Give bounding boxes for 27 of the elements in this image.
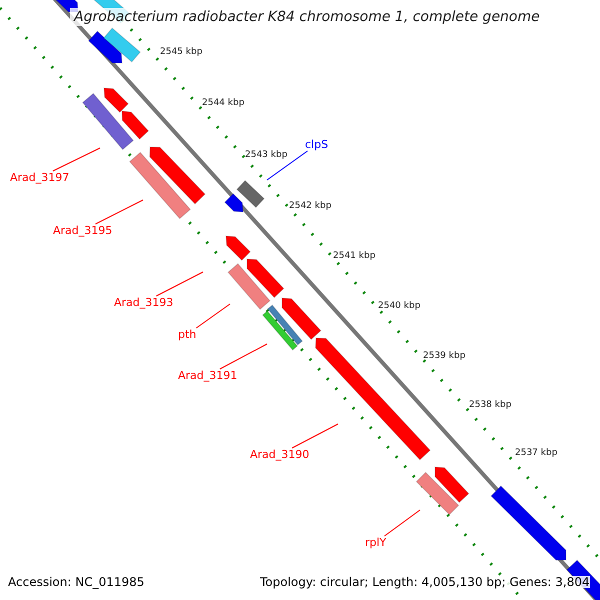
leader-line xyxy=(196,304,230,328)
leader-line xyxy=(384,510,420,536)
gene-label: clpS xyxy=(305,139,328,150)
tick-label: 2537 kbp xyxy=(515,449,558,458)
leader-line xyxy=(52,148,100,172)
gene-label: Arad_3190 xyxy=(250,449,310,460)
tick-label: 2540 kbp xyxy=(378,302,420,311)
tick-label: 2544 kbp xyxy=(202,99,244,108)
gene-label: Arad_3193 xyxy=(114,297,174,308)
gene-label: Arad_3195 xyxy=(53,225,112,236)
leader-line xyxy=(95,200,144,224)
leader-line xyxy=(292,424,338,448)
footer-text: Topology: circular; Length: 4,005,130 bp; Genes: 3,804 xyxy=(260,576,590,588)
tick-label: 2545 kbp xyxy=(160,48,202,57)
tick-label: 2542 kbp xyxy=(289,202,332,211)
tick-label: 2539 kbp xyxy=(423,352,466,361)
footer-text: Accession: NC_011985 xyxy=(8,576,144,588)
tick-label: 2541 kbp xyxy=(333,252,376,261)
gene-label: pth xyxy=(178,329,196,340)
gene-label: Arad_3191 xyxy=(178,370,238,381)
tick-label: 2543 kbp xyxy=(245,151,288,160)
gene-label: rplY xyxy=(365,537,386,548)
leader-line xyxy=(266,150,308,180)
gene-label: Arad_3197 xyxy=(10,172,70,183)
leader-line xyxy=(156,272,204,296)
tick-label: 2538 kbp xyxy=(469,401,512,410)
leader-line xyxy=(219,344,268,370)
